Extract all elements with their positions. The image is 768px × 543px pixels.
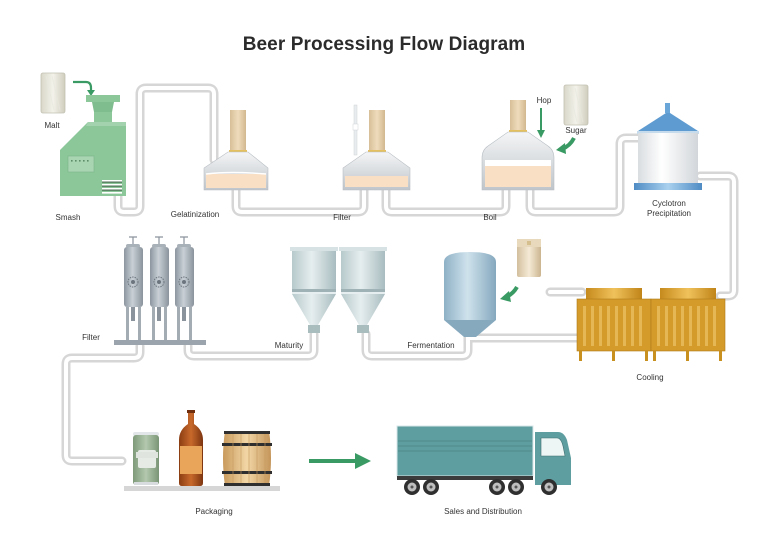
boil-kettle-icon — [481, 100, 555, 191]
cooling-units-icon — [576, 287, 726, 362]
label-filter-2: Filter — [82, 333, 100, 342]
label-smash: Smash — [55, 213, 81, 222]
label-sugar: Sugar — [565, 126, 587, 135]
pipes — [61, 83, 739, 466]
filter-kettle-icon — [342, 104, 411, 191]
label-distribution: Sales and Distribution — [444, 507, 522, 516]
packaging-shelf — [124, 486, 280, 491]
beer-can-icon — [133, 432, 159, 485]
yeast-arrow-head-icon — [500, 291, 511, 302]
label-filter-1: Filter — [333, 213, 351, 222]
label-hop: Hop — [536, 96, 552, 105]
gelatinization-kettle-icon — [203, 110, 269, 191]
distribution-arrow-head-icon — [355, 453, 371, 469]
fermenter-icon — [444, 252, 496, 337]
maturity-tanks-icon — [290, 247, 387, 333]
distribution-arrow-icon — [309, 459, 357, 463]
label-packaging: Packaging — [195, 507, 233, 516]
label-cyclotron-line2: Precipitation — [646, 209, 692, 218]
malt-arrow-icon — [73, 80, 93, 91]
yeast-jar-icon — [517, 239, 541, 277]
malt-bag-icon — [40, 72, 66, 114]
truck-icon — [396, 425, 571, 495]
filter-tanks-icon — [114, 236, 206, 345]
pipe-gelatinization-filter — [231, 183, 369, 217]
sugar-bag-icon — [563, 84, 589, 126]
pipe-filter-packaging — [61, 341, 145, 466]
label-cyclotron-line1: Cyclotron — [652, 199, 686, 208]
smash-mill-icon — [60, 95, 126, 196]
label-gelatinization: Gelatinization — [170, 210, 220, 219]
pipe-cyclotron-cooling — [695, 171, 739, 301]
sugar-arrow-head-icon — [556, 143, 566, 154]
pipe-filter-boil — [381, 183, 511, 217]
hop-arrow-head-icon — [537, 130, 545, 138]
pipe-smash-gelatinization — [113, 83, 219, 217]
malt-arrow-head-icon — [87, 90, 95, 96]
label-cyclotron: Cyclotron Precipitation — [630, 199, 708, 219]
label-fermentation: Fermentation — [407, 341, 455, 350]
cyclotron-silo-icon — [634, 103, 702, 190]
barrel-icon — [222, 431, 272, 486]
label-malt: Malt — [44, 121, 60, 130]
label-boil: Boil — [483, 213, 497, 222]
beer-bottle-icon — [179, 410, 203, 486]
diagram-title: Beer Processing Flow Diagram — [242, 34, 526, 55]
label-cooling: Cooling — [636, 373, 664, 382]
label-maturity: Maturity — [274, 341, 304, 350]
